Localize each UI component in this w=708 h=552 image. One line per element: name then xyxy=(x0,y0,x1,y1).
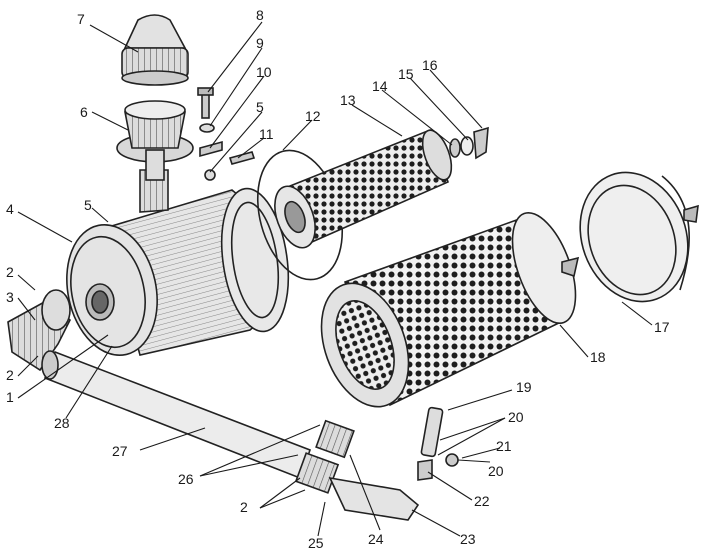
callout-13: 13 xyxy=(340,92,356,108)
callout-12: 12 xyxy=(305,108,321,124)
callout-14: 14 xyxy=(372,78,388,94)
callout-20-lower: 20 xyxy=(488,463,504,479)
inner-filter-element xyxy=(274,128,453,249)
callout-5-top: 5 xyxy=(256,99,264,115)
callout-6: 6 xyxy=(80,104,88,120)
callout-26: 26 xyxy=(178,471,194,487)
callout-24: 24 xyxy=(368,531,384,547)
callout-20-upper: 20 xyxy=(508,409,524,425)
callout-8: 8 xyxy=(256,7,264,23)
callout-25: 25 xyxy=(308,535,324,551)
callout-2-upper: 2 xyxy=(6,264,14,280)
air-cleaner-housing xyxy=(66,169,290,357)
precleaner-impeller xyxy=(116,100,194,181)
hose-couplings xyxy=(294,419,420,521)
callout-27: 27 xyxy=(112,443,128,459)
callout-19: 19 xyxy=(516,379,532,395)
housing-cover xyxy=(561,171,699,303)
precleaner-cap xyxy=(121,14,189,86)
callout-11: 11 xyxy=(259,126,274,142)
intake-pipe xyxy=(41,350,312,480)
callout-23: 23 xyxy=(460,531,476,547)
callout-15: 15 xyxy=(398,66,414,82)
callout-4: 4 xyxy=(6,201,14,217)
callout-17: 17 xyxy=(654,319,670,335)
wing-nut-assembly xyxy=(449,126,489,160)
callout-2-bottom: 2 xyxy=(240,499,248,515)
intake-elbow-hose xyxy=(7,289,71,372)
callout-16: 16 xyxy=(422,57,438,73)
callout-labels: 7 8 9 10 5 11 12 13 14 15 16 6 5 4 2 3 2… xyxy=(6,7,670,551)
leader-lines xyxy=(17,21,653,537)
callout-21: 21 xyxy=(496,438,512,454)
callout-3: 3 xyxy=(6,289,14,305)
callout-7: 7 xyxy=(77,11,85,27)
main-filter-element xyxy=(320,211,577,408)
fitting-parts xyxy=(417,406,459,481)
callout-18: 18 xyxy=(590,349,606,365)
callout-22: 22 xyxy=(474,493,490,509)
callout-10: 10 xyxy=(256,64,272,80)
callout-9: 9 xyxy=(256,35,264,51)
callout-28: 28 xyxy=(54,415,70,431)
callout-5: 5 xyxy=(84,197,92,213)
callout-1: 1 xyxy=(6,389,14,405)
callout-2-lower: 2 xyxy=(6,367,14,383)
